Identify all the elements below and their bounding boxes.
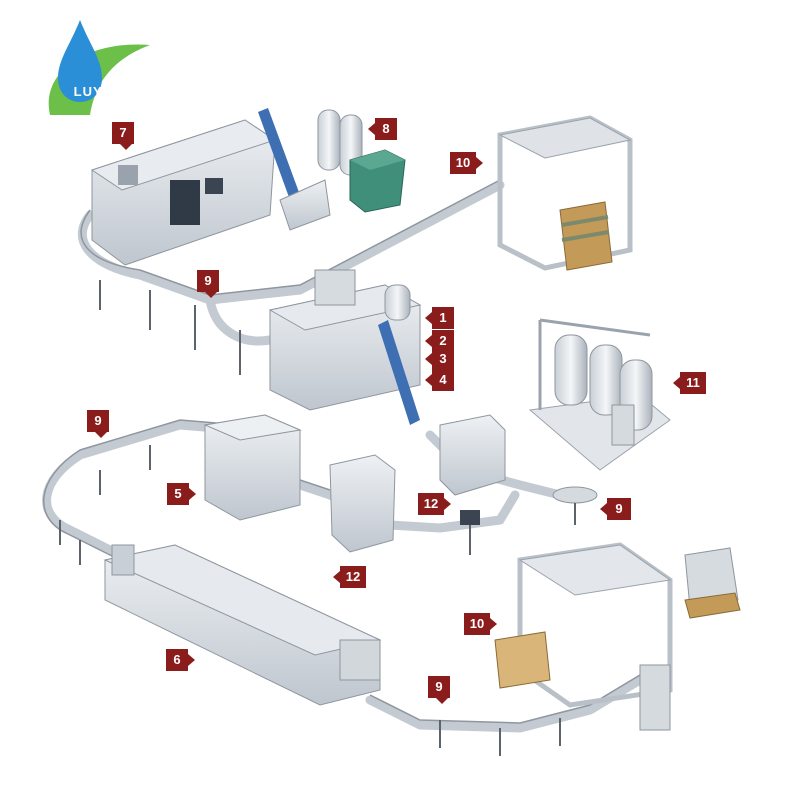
filling-capping-monoblock — [268, 269, 422, 425]
logo-text: LUYE — [73, 84, 113, 99]
labeling-machine — [203, 414, 302, 521]
label-12-labeler: 12 — [333, 566, 366, 588]
preform-elevator — [258, 108, 331, 231]
label-9-conveyor-bottom: 9 — [428, 676, 450, 704]
shrink-tunnel-small — [439, 414, 506, 496]
conveyor-left-loop — [42, 420, 335, 560]
case-packer-wrapper — [103, 544, 382, 706]
label-5: 5 — [167, 483, 196, 505]
label-2: 2 — [425, 330, 454, 352]
palletizer-top — [497, 115, 633, 271]
inspection-machine — [329, 454, 396, 553]
label-9-turntable: 9 — [600, 498, 631, 520]
label-7-blow-molder: 7 — [112, 122, 134, 150]
turntable — [552, 486, 598, 525]
blow-molding-machine — [90, 119, 277, 266]
label-3: 3 — [425, 348, 454, 370]
conveyor-top — [77, 180, 505, 305]
label-1: 1 — [425, 307, 454, 329]
label-10-palletizer-bottom: 10 — [464, 613, 497, 635]
label-6-wrapper: 6 — [166, 649, 195, 671]
palletizer-bottom — [494, 542, 741, 731]
inkjet-coder — [460, 510, 480, 555]
luye-logo — [48, 20, 150, 115]
label-12-coder: 12 — [418, 493, 451, 515]
mixing-tank-system — [528, 318, 671, 471]
water-treatment-unit — [317, 109, 406, 213]
label-11-tanks: 11 — [673, 372, 706, 394]
label-9-conveyor-left: 9 — [87, 410, 109, 438]
conveyor-to-filler — [205, 295, 275, 346]
conveyor-rails — [43, 179, 641, 724]
label-4: 4 — [425, 369, 454, 391]
conveyor-legs — [59, 280, 561, 756]
water-drop-icon — [58, 20, 102, 102]
label-8-water-treatment: 8 — [368, 118, 397, 140]
label-10-palletizer-top: 10 — [450, 152, 483, 174]
label-9-conveyor-top: 9 — [197, 270, 219, 298]
